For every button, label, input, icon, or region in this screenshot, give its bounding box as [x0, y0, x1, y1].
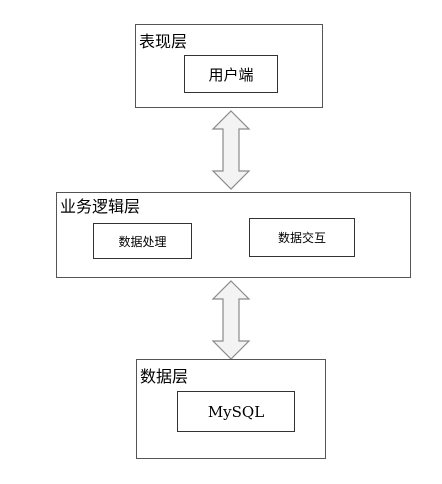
mysql-box: MySQL: [177, 391, 295, 432]
business-logic-layer: 业务逻辑层 数据处理 数据交互: [56, 192, 411, 278]
data-processing-box: 数据处理: [93, 223, 192, 259]
presentation-layer: 表现层 用户端: [135, 24, 323, 108]
double-arrow-icon: [211, 110, 251, 190]
client-box: 用户端: [184, 55, 278, 93]
business-logic-layer-title: 业务逻辑层: [60, 197, 141, 216]
presentation-layer-title: 表现层: [139, 32, 188, 51]
data-layer-title: 数据层: [140, 367, 189, 386]
data-interaction-box: 数据交互: [249, 218, 355, 257]
double-arrow-icon: [211, 280, 251, 360]
data-layer: 数据层 MySQL: [136, 359, 326, 459]
